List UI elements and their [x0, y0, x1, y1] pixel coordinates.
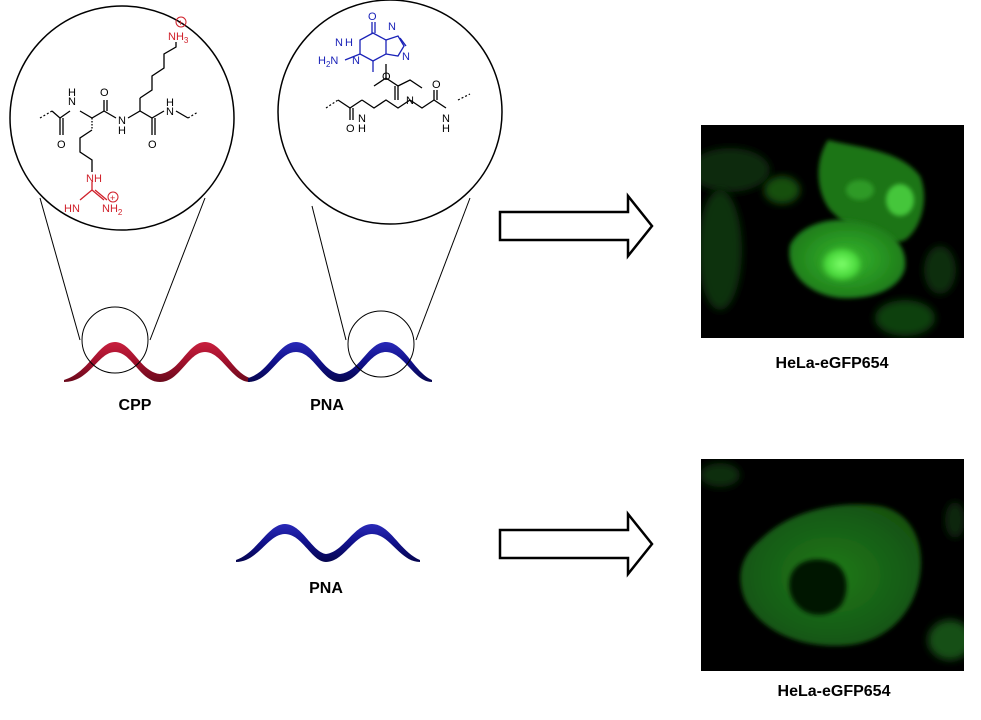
guanidine-HN: HN — [64, 203, 80, 215]
pna-ribbon — [248, 342, 432, 382]
atom-O-linker: O — [382, 71, 391, 83]
pna-label-bottom: PNA — [309, 580, 343, 597]
atom-H-N1: H — [345, 37, 353, 49]
atom-N1: N — [335, 37, 343, 49]
atom-H-amide-2: H — [442, 123, 450, 135]
atom-H-2: H — [118, 125, 126, 137]
atom-H-3: H — [166, 97, 174, 109]
cell-label-bottom: HeLa-eGFP654 — [778, 683, 891, 700]
atom-N3: N — [352, 55, 360, 67]
cpp-pna-ribbon — [64, 342, 432, 382]
pna-magnifier-circle — [278, 0, 502, 224]
cell-label-top: HeLa-eGFP654 — [776, 355, 889, 372]
atom-O-2: O — [100, 87, 109, 99]
pna-ribbon-alone — [236, 524, 420, 562]
atom-O-terminal: O — [432, 79, 441, 91]
arrow-top — [500, 196, 652, 256]
atom-O-backbone: O — [346, 123, 355, 135]
cpp-label: CPP — [119, 397, 152, 414]
arrow-bottom — [500, 514, 652, 574]
atom-O-3: O — [148, 139, 157, 151]
micrograph-cpp-pna — [690, 125, 964, 338]
micrograph-pna — [700, 459, 972, 671]
atom-N7: N — [388, 21, 396, 33]
atom-O-guanine: O — [368, 11, 377, 23]
zoom-circle-cpp — [82, 307, 148, 373]
atom-H-1: H — [68, 87, 76, 99]
atom-N9: N — [402, 51, 410, 63]
guanidine-NH: NH — [86, 173, 102, 185]
charge-plus-2: + — [110, 193, 115, 203]
atom-H-amide-1: H — [358, 123, 366, 135]
atom-N-backbone: N — [406, 95, 414, 107]
atom-O-1: O — [57, 139, 66, 151]
cpp-ribbon — [64, 342, 250, 382]
charge-plus-1: + — [178, 18, 183, 28]
pna-label-top: PNA — [310, 397, 344, 414]
